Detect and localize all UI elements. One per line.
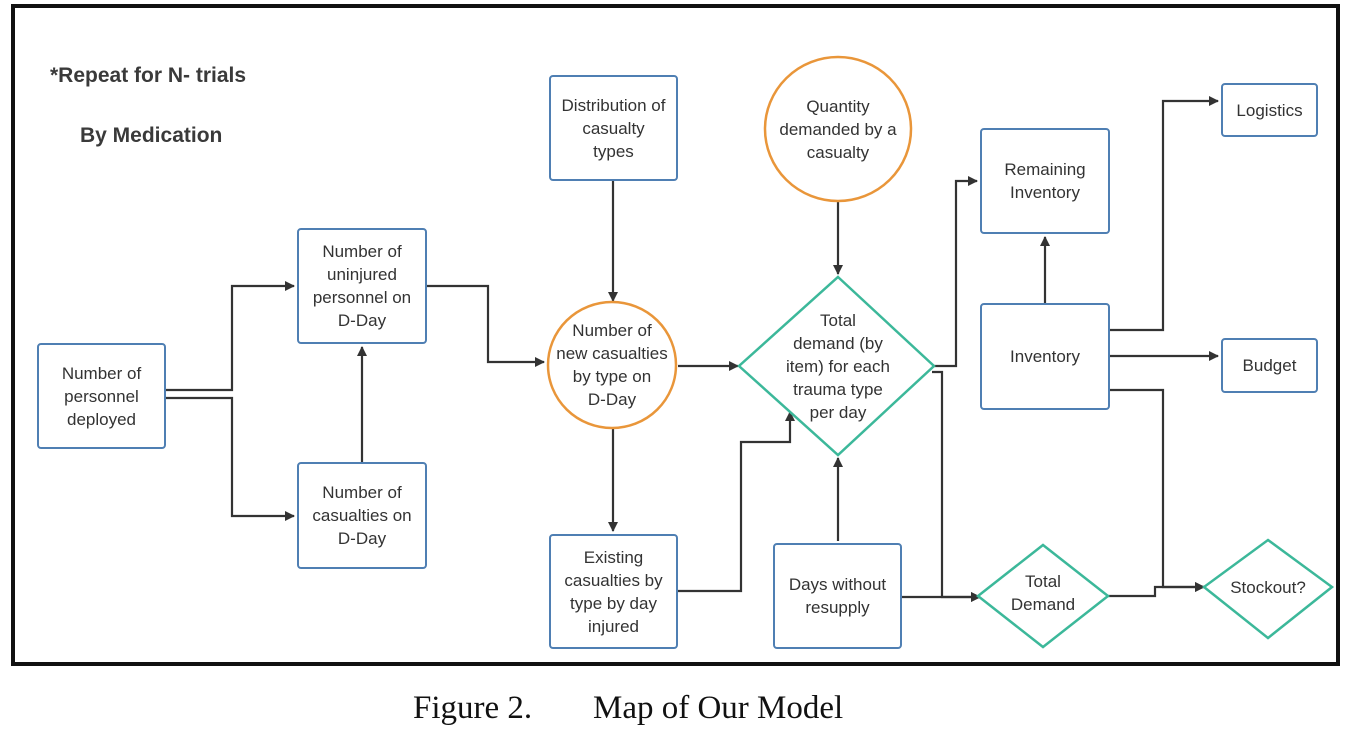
stockout-diamond bbox=[1201, 538, 1335, 640]
total-demand-item-diamond bbox=[737, 275, 936, 457]
remaining-inventory-box: Remaining Inventory bbox=[980, 128, 1110, 234]
arrow-total-demand-item-to-total-demand bbox=[932, 370, 981, 602]
budget-box: Budget bbox=[1221, 338, 1318, 393]
new-casualties-label: Number of new casualties by type on D-Da… bbox=[556, 321, 668, 409]
stockout-label: Stockout? bbox=[1230, 577, 1306, 597]
inventory-box: Inventory bbox=[980, 303, 1110, 410]
arrow-uninjured-to-new bbox=[427, 284, 545, 367]
caption-title: Map of Our Model bbox=[593, 690, 844, 726]
quantity-demanded-label: Quantity demanded by a casualty bbox=[779, 96, 897, 162]
arrow-inventory-to-stockout bbox=[1110, 388, 1205, 592]
caption-number: Figure 2. bbox=[413, 690, 533, 726]
by-medication-note: By Medication bbox=[80, 124, 223, 147]
total-demand-item-label: Total demand (by item) for each trauma t… bbox=[786, 310, 890, 422]
total-demand-diamond bbox=[975, 543, 1111, 649]
new-casualties-circle bbox=[546, 300, 678, 430]
total-demand-label: Total Demand bbox=[1010, 572, 1076, 614]
arrow-inventory-to-logistics bbox=[1110, 96, 1219, 332]
repeat-note: *Repeat for N- trials bbox=[50, 64, 247, 87]
existing-casualties-box: Existing casualties by type by day injur… bbox=[549, 534, 678, 649]
days-without-resupply-box: Days without resupply bbox=[773, 543, 902, 649]
arrow-existing-to-total-demand-item bbox=[678, 411, 795, 593]
personnel-deployed-box: Number of personnel deployed bbox=[37, 343, 166, 449]
figure-caption: Figure 2. Map of Our Model bbox=[0, 690, 1350, 736]
arrow-total-demand-to-stockout bbox=[1108, 582, 1205, 598]
arrow-deployed-to-uninjured bbox=[166, 281, 295, 392]
distribution-types-box: Distribution of casualty types bbox=[549, 75, 678, 181]
arrow-deployed-to-casualties bbox=[166, 396, 295, 521]
casualties-dday-box: Number of casualties on D-Day bbox=[297, 462, 427, 569]
uninjured-personnel-box: Number of uninjured personnel on D-Day bbox=[297, 228, 427, 344]
quantity-demanded-circle bbox=[763, 55, 913, 203]
arrow-total-demand-item-to-remaining bbox=[932, 176, 978, 368]
diagram-frame bbox=[11, 4, 1340, 666]
logistics-box: Logistics bbox=[1221, 83, 1318, 137]
